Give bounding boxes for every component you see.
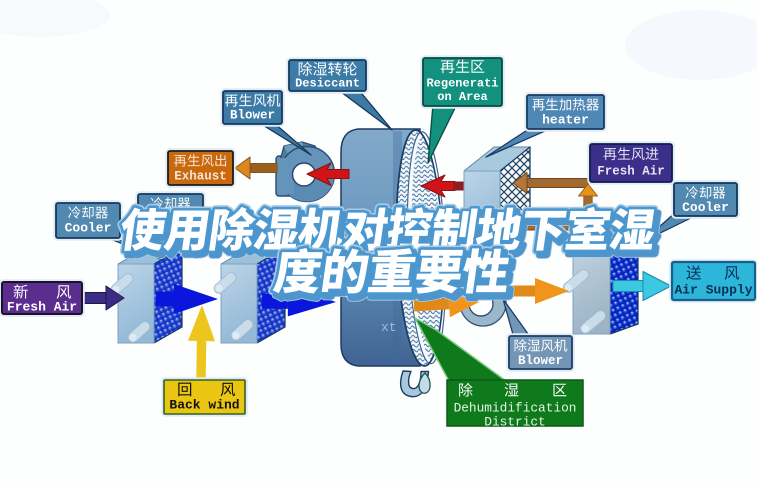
svg-text:Exhaust: Exhaust bbox=[174, 170, 227, 184]
svg-text:Regenerati: Regenerati bbox=[426, 77, 498, 91]
svg-text:Back wind: Back wind bbox=[169, 398, 239, 413]
svg-text:District: District bbox=[484, 415, 545, 430]
svg-text:Dehumidification: Dehumidification bbox=[454, 401, 577, 416]
svg-text:Cooler: Cooler bbox=[682, 200, 729, 215]
svg-text:Desiccant: Desiccant bbox=[295, 77, 360, 91]
svg-text:Fresh Air: Fresh Air bbox=[597, 165, 665, 179]
svg-text:heater: heater bbox=[542, 113, 589, 128]
svg-text:on Area: on Area bbox=[437, 90, 487, 104]
svg-text:Fresh Air: Fresh Air bbox=[7, 300, 77, 315]
svg-text:Cooler: Cooler bbox=[65, 221, 112, 236]
svg-text:Blower: Blower bbox=[230, 109, 275, 123]
svg-text:xt: xt bbox=[381, 320, 397, 335]
svg-text:Blower: Blower bbox=[518, 354, 563, 368]
svg-text:Air Supply: Air Supply bbox=[674, 283, 752, 298]
